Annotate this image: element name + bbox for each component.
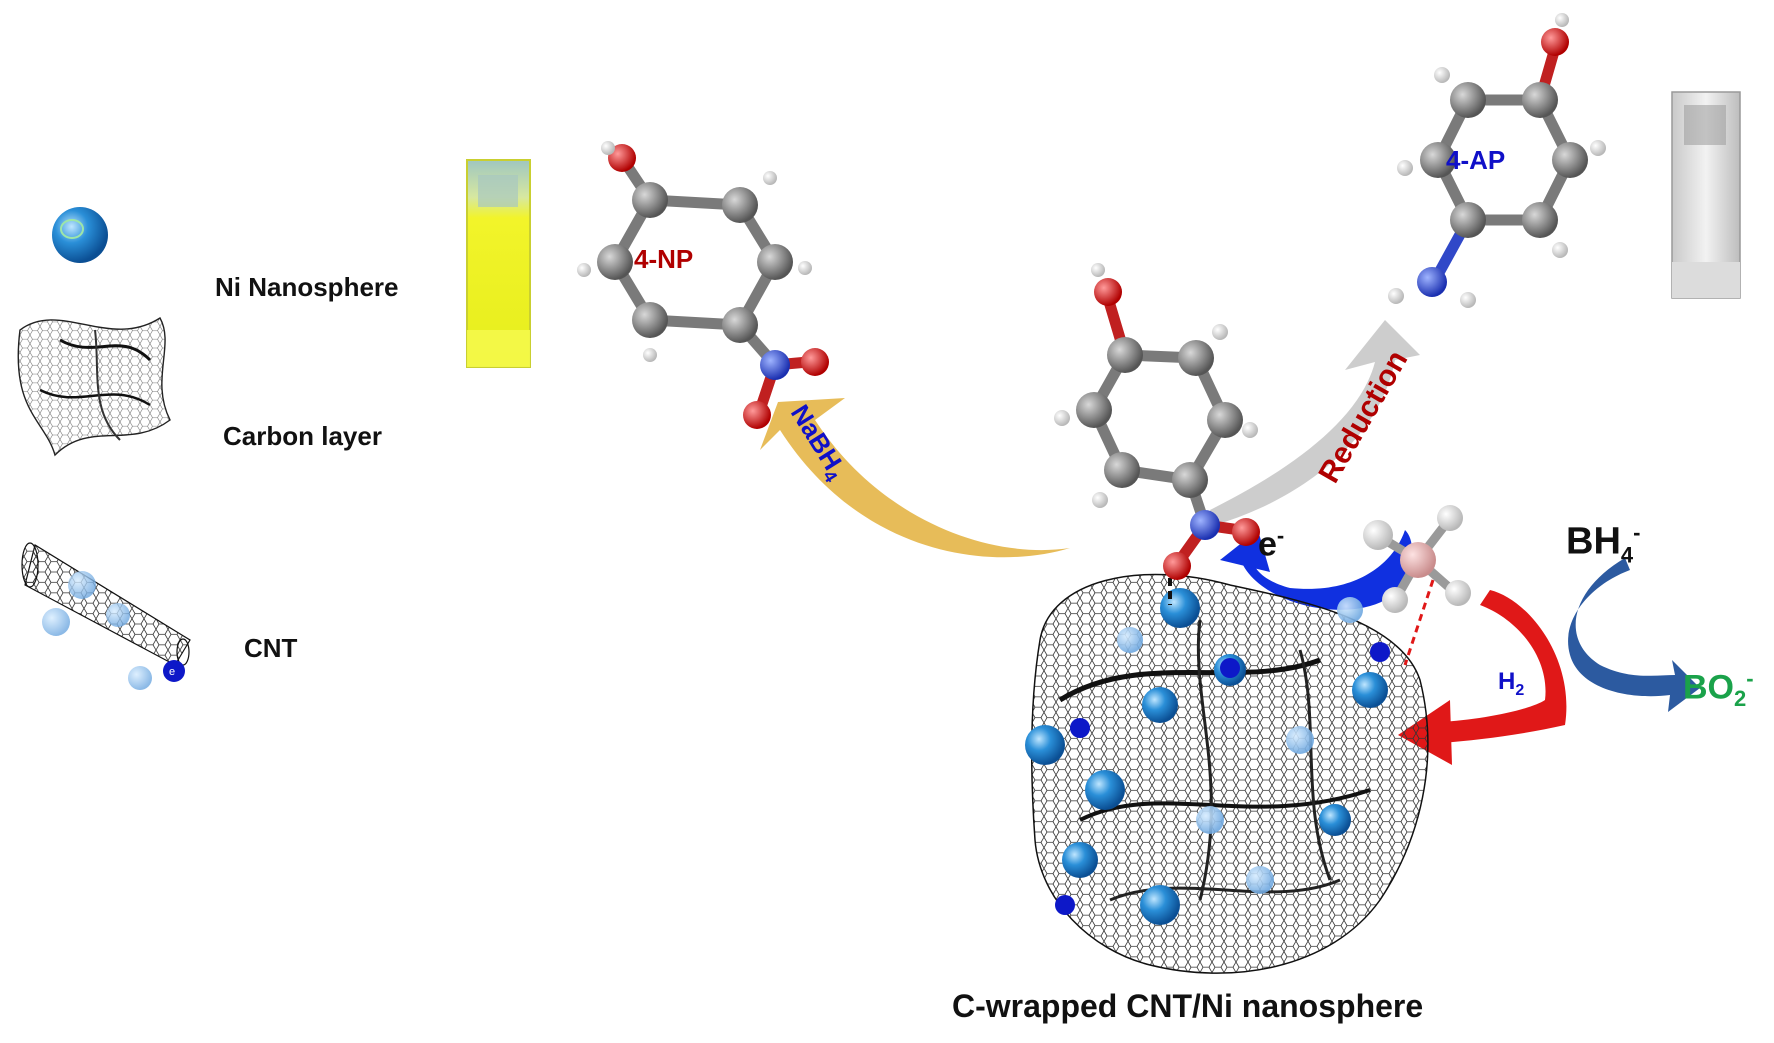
ni-nanosphere-icon	[52, 207, 108, 263]
carbon-layer-label: Carbon layer	[223, 421, 382, 451]
molecule-4ap-icon	[1388, 13, 1606, 308]
electron-label: e-	[1258, 523, 1285, 564]
borohydride-icon	[1363, 505, 1471, 613]
cuvette-yellow-icon	[466, 159, 531, 368]
bh4-arrow	[1568, 558, 1700, 712]
ni-nanosphere-label: Ni Nanosphere	[215, 272, 399, 302]
np-label: 4-NP	[634, 244, 694, 274]
electron-arrow	[1238, 530, 1413, 610]
ap-label: 4-AP	[1446, 145, 1506, 175]
electron-arrowhead	[1220, 530, 1270, 572]
cuvette-clear-icon	[1671, 91, 1741, 299]
caption: C-wrapped CNT/Ni nanosphere	[952, 988, 1424, 1024]
composite-icon	[1025, 573, 1429, 974]
bo2-label: BO2-	[1683, 666, 1754, 712]
nabh4-arrow	[760, 398, 1070, 558]
reduction-arrow	[1210, 320, 1420, 525]
h2-arrow	[1440, 590, 1567, 743]
h2-label: H2	[1498, 668, 1525, 699]
reduction-label: Reduction	[1312, 345, 1414, 489]
electron-symbol: e	[169, 666, 175, 678]
cnt-label: CNT	[244, 633, 298, 663]
bh4-label: BH4-	[1566, 520, 1641, 568]
adsorption-line-red	[1403, 579, 1435, 666]
carbon-layer-icon	[17, 317, 171, 457]
molecule-4np-icon	[577, 141, 829, 429]
molecule-adsorbed-icon	[1054, 263, 1260, 580]
cnt-icon: e	[21, 542, 191, 690]
